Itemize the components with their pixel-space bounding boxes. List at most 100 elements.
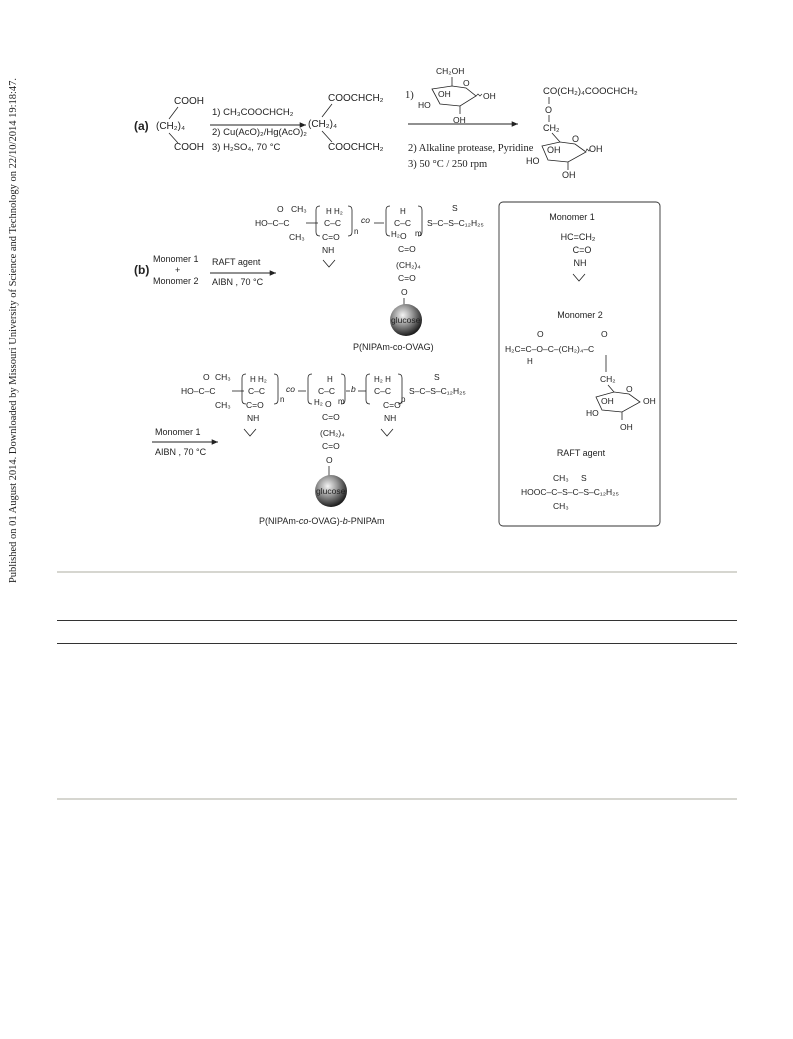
- svg-text:OH: OH: [601, 396, 614, 406]
- glucose-structure: CH₂OH O OH OH HO OH: [418, 66, 496, 125]
- svg-text:co: co: [361, 215, 370, 225]
- svg-text:NH: NH: [247, 413, 259, 423]
- adipic-acid: COOH (CH₂)₄ COOH: [156, 96, 204, 153]
- svg-text:HO: HO: [586, 408, 599, 418]
- adipic-chain: (CH₂)₄: [156, 121, 185, 132]
- panel-a: (a) COOH (CH₂)₄ COOH 1) CH₃COOCHCH₂ 2) C…: [134, 66, 638, 180]
- svg-text:C=O: C=O: [398, 273, 416, 283]
- svg-text:glucose: glucose: [316, 486, 346, 496]
- svg-text:CH₂: CH₂: [600, 374, 616, 384]
- svg-text:OH: OH: [547, 145, 561, 155]
- svg-text:CH₃: CH₃: [289, 232, 305, 242]
- svg-text:CH₂OH: CH₂OH: [436, 66, 464, 76]
- table-bottom-rule: [57, 798, 737, 800]
- svg-text:O: O: [545, 105, 552, 115]
- svg-text:C=O: C=O: [322, 232, 340, 242]
- glucose-bead-1: [390, 304, 422, 336]
- diester-chain: (CH₂)₄: [308, 119, 337, 130]
- adipic-cooh-top: COOH: [174, 96, 204, 107]
- svg-text:O: O: [326, 455, 333, 465]
- table-header-rule-2: [57, 643, 737, 644]
- step1-reagent-1: 1) CH₃COOCHCH₂: [212, 107, 294, 118]
- svg-text:NH: NH: [384, 413, 396, 423]
- reaction-scheme: (a) COOH (CH₂)₄ COOH 1) CH₃COOCHCH₂ 2) C…: [134, 66, 661, 527]
- product-top: CO(CH₂)₄COOCHCH₂: [543, 86, 638, 97]
- svg-text:H₂: H₂: [391, 230, 400, 239]
- svg-text:HO–C–C: HO–C–C: [181, 386, 215, 396]
- step1-reagent-2: 2) Cu(AcO)₂/Hg(AcO)₂: [212, 127, 307, 138]
- svg-text:C=O: C=O: [322, 412, 340, 422]
- svg-text:S–C–S–C₁₂H₂₅: S–C–S–C₁₂H₂₅: [409, 386, 466, 396]
- svg-text:C–C: C–C: [324, 218, 341, 228]
- monomer2-reactant: Monomer 2: [153, 276, 199, 286]
- svg-text:CH₃: CH₃: [291, 204, 307, 214]
- panel-a-label: (a): [134, 119, 149, 133]
- svg-text:O: O: [572, 134, 579, 144]
- svg-text:O: O: [325, 399, 332, 409]
- svg-text:n: n: [354, 227, 358, 236]
- glucose-ester-product: CO(CH₂)₄COOCHCH₂ O CH₂ O OH OH HO OH: [526, 86, 638, 180]
- svg-text:NH: NH: [322, 245, 334, 255]
- polymer-2-structure: O CH₃ HO–C–C CH₃ H H₂ C–C n co C=O NH H …: [181, 372, 466, 526]
- structures-box: Monomer 1 HC=CH₂ C=O NH Monomer 2 O O H₂…: [498, 201, 661, 527]
- svg-text:CH₃: CH₃: [553, 501, 569, 511]
- svg-text:m: m: [415, 229, 422, 238]
- monomer1-title: Monomer 1: [549, 212, 595, 222]
- svg-text:C=O: C=O: [322, 441, 340, 451]
- panel-b-label: (b): [134, 263, 149, 277]
- svg-text:b: b: [351, 384, 356, 394]
- svg-text:OH: OH: [643, 396, 656, 406]
- step2-reagent-3: 3) 50 °C / 250 rpm: [408, 159, 487, 170]
- aibn-reagent-1: AIBN , 70 °C: [212, 277, 264, 287]
- svg-text:C=O: C=O: [398, 244, 416, 254]
- diester-bottom: COOCHCH₂: [328, 142, 384, 153]
- svg-text:(CH₂)₄: (CH₂)₄: [320, 428, 345, 438]
- diester-top: COOCHCH₂: [328, 93, 384, 104]
- aibn-reagent-2: AIBN , 70 °C: [155, 447, 207, 457]
- svg-text:HOOC–C–S–C–S–C₁₂H₂₅: HOOC–C–S–C–S–C₁₂H₂₅: [521, 487, 619, 497]
- svg-text:co: co: [286, 384, 295, 394]
- svg-text:p: p: [401, 395, 406, 404]
- svg-text:C=O: C=O: [573, 245, 592, 255]
- svg-text:O: O: [400, 231, 407, 241]
- panel-b: (b) Monomer 1 + Monomer 2 RAFT agent AIB…: [134, 201, 661, 527]
- table-top-rule: [57, 571, 737, 573]
- svg-text:C=O: C=O: [383, 400, 401, 410]
- svg-text:OH: OH: [483, 91, 496, 101]
- svg-text:NH: NH: [574, 258, 587, 268]
- step2-reagent-2: 2) Alkaline protease, Pyridine: [408, 143, 534, 154]
- table-header-rule-1: [57, 620, 737, 621]
- svg-text:HO: HO: [418, 100, 431, 110]
- polymer-1-structure: O CH₃ HO–C–C CH₃ H H₂ C–C n co C=O NH H …: [255, 203, 484, 352]
- svg-text:OH: OH: [438, 89, 451, 99]
- glucose-bead-2: [315, 475, 347, 507]
- svg-text:O: O: [601, 329, 608, 339]
- svg-text:H: H: [527, 357, 533, 366]
- plus-sign: +: [175, 265, 180, 275]
- svg-text:C–C: C–C: [318, 386, 335, 396]
- svg-text:S–C–S–C₁₂H₂₅: S–C–S–C₁₂H₂₅: [427, 218, 484, 228]
- raft-agent-reagent: RAFT agent: [212, 257, 261, 267]
- svg-text:CH₃: CH₃: [215, 372, 231, 382]
- step2-number-1: 1): [405, 90, 414, 101]
- svg-text:C–C: C–C: [248, 386, 265, 396]
- svg-text:H: H: [327, 375, 333, 384]
- step1-reagent-3: 3) H₂SO₄, 70 °C: [212, 142, 281, 153]
- svg-text:S: S: [452, 203, 458, 213]
- svg-text:HO: HO: [526, 156, 540, 166]
- svg-text:OH: OH: [589, 144, 603, 154]
- svg-text:C–C: C–C: [394, 218, 411, 228]
- svg-text:H: H: [400, 207, 406, 216]
- polymer-1-name: P(NIPAm-co-OVAG): [353, 342, 434, 352]
- svg-text:m: m: [338, 397, 345, 406]
- svg-text:CH₃: CH₃: [553, 473, 569, 483]
- adipic-cooh-bottom: COOH: [174, 142, 204, 153]
- svg-text:H₂C=C–O–C–(CH₂)₄–C: H₂C=C–O–C–(CH₂)₄–C: [505, 344, 594, 354]
- svg-text:O: O: [463, 78, 470, 88]
- svg-text:O: O: [203, 372, 210, 382]
- svg-text:C=O: C=O: [246, 400, 264, 410]
- svg-text:O: O: [626, 384, 633, 394]
- svg-text:H H₂: H H₂: [326, 207, 343, 216]
- svg-text:HO–C–C: HO–C–C: [255, 218, 289, 228]
- svg-text:CH₃: CH₃: [215, 400, 231, 410]
